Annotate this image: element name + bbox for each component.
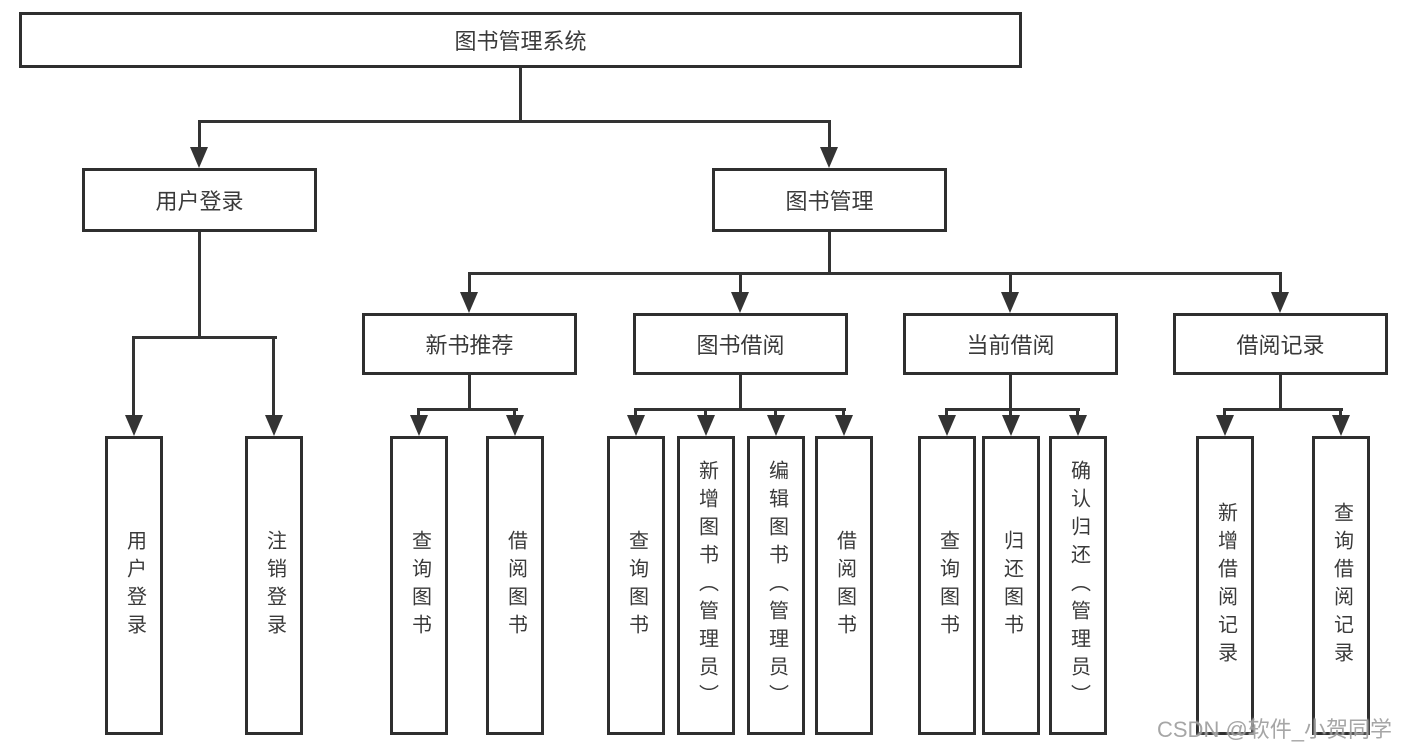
leaf-label: 新增图书（管理员）	[695, 459, 718, 712]
level3-box-current-borrowing: 当前借阅	[903, 313, 1118, 375]
level3-box-label: 当前借阅	[966, 333, 1055, 358]
connector	[634, 411, 637, 417]
arrow-down-icon	[125, 415, 143, 436]
leaf-box-edit-books-admin: 编辑图书（管理员）	[747, 436, 805, 735]
level3-box-label: 图书借阅	[696, 333, 785, 358]
leaf-label: 归还图书	[1000, 529, 1023, 642]
arrow-down-icon	[1332, 415, 1350, 436]
connector	[198, 120, 831, 123]
connector	[945, 408, 1080, 411]
level3-box-new-book-recommendation: 新书推荐	[362, 313, 577, 375]
level3-box-label: 借阅记录	[1236, 333, 1325, 358]
connector	[519, 68, 522, 123]
leaf-box-add-borrow-record: 新增借阅记录	[1196, 436, 1254, 735]
arrow-down-icon	[835, 415, 853, 436]
level3-box-borrowing-records: 借阅记录	[1173, 313, 1388, 375]
leaf-box-user-login: 用户登录	[105, 436, 163, 735]
level3-box-book-borrowing: 图书借阅	[633, 313, 848, 375]
leaf-box-add-books-admin: 新增图书（管理员）	[677, 436, 735, 735]
root-box-library-management-system: 图书管理系统	[19, 12, 1022, 68]
connector	[704, 411, 707, 417]
root-box-label: 图书管理系统	[454, 29, 587, 54]
arrow-down-icon	[731, 292, 749, 313]
leaf-label: 用户登录	[123, 529, 146, 642]
connector	[417, 411, 420, 417]
connector	[468, 275, 471, 293]
watermark: CSDN @软件_小贺同学	[1157, 717, 1393, 742]
leaf-box-logout: 注销登录	[245, 436, 303, 735]
leaf-label: 确认归还（管理员）	[1067, 459, 1090, 712]
connector	[1339, 411, 1342, 417]
arrow-down-icon	[1069, 415, 1087, 436]
connector	[1223, 408, 1343, 411]
connector	[1076, 411, 1079, 417]
arrow-down-icon	[1001, 292, 1019, 313]
leaf-label: 查询图书	[625, 529, 648, 642]
connector	[272, 339, 275, 416]
leaf-box-borrow-books-1: 借阅图书	[486, 436, 544, 735]
connector	[132, 336, 277, 339]
connector	[1009, 375, 1012, 411]
arrow-down-icon	[190, 147, 208, 168]
arrow-down-icon	[506, 415, 524, 436]
leaf-box-borrow-books-2: 借阅图书	[815, 436, 873, 735]
connector	[1279, 275, 1282, 293]
arrow-down-icon	[1216, 415, 1234, 436]
arrow-down-icon	[460, 292, 478, 313]
arrow-down-icon	[820, 147, 838, 168]
connector	[842, 411, 845, 417]
leaf-box-query-books-2: 查询图书	[607, 436, 665, 735]
level2-box-book-management-label: 图书管理	[785, 189, 874, 214]
connector	[828, 123, 831, 149]
leaf-box-query-books-1: 查询图书	[390, 436, 448, 735]
connector	[739, 375, 742, 411]
connector	[417, 408, 518, 411]
arrow-down-icon	[1002, 415, 1020, 436]
arrow-down-icon	[1271, 292, 1289, 313]
level2-box-user-login-label: 用户登录	[155, 189, 244, 214]
leaf-label: 查询图书	[408, 529, 431, 642]
leaf-label: 借阅图书	[504, 529, 527, 642]
connector	[198, 123, 201, 149]
connector	[513, 411, 516, 417]
level2-box-user-login: 用户登录	[82, 168, 317, 232]
connector	[828, 232, 831, 275]
leaf-label: 注销登录	[263, 529, 286, 642]
leaf-label: 查询图书	[936, 529, 959, 642]
connector	[774, 411, 777, 417]
connector	[1009, 411, 1012, 417]
arrow-down-icon	[938, 415, 956, 436]
level3-box-label: 新书推荐	[425, 333, 514, 358]
connector	[634, 408, 846, 411]
arrow-down-icon	[627, 415, 645, 436]
leaf-box-query-borrow-record: 查询借阅记录	[1312, 436, 1370, 735]
connector	[132, 339, 135, 416]
leaf-label: 借阅图书	[833, 529, 856, 642]
connector	[1223, 411, 1226, 417]
leaf-label: 查询借阅记录	[1330, 501, 1353, 670]
level2-box-book-management: 图书管理	[712, 168, 947, 232]
arrow-down-icon	[697, 415, 715, 436]
connector	[945, 411, 948, 417]
arrow-down-icon	[767, 415, 785, 436]
leaf-box-query-books-3: 查询图书	[918, 436, 976, 735]
connector	[468, 375, 471, 411]
connector	[198, 232, 201, 339]
arrow-down-icon	[265, 415, 283, 436]
connector	[739, 275, 742, 293]
leaf-label: 新增借阅记录	[1214, 501, 1237, 670]
leaf-box-return-books: 归还图书	[982, 436, 1040, 735]
leaf-box-confirm-return-admin: 确认归还（管理员）	[1049, 436, 1107, 735]
arrow-down-icon	[410, 415, 428, 436]
connector	[468, 272, 1282, 275]
leaf-label: 编辑图书（管理员）	[765, 459, 788, 712]
connector	[1009, 275, 1012, 293]
connector	[1279, 375, 1282, 411]
